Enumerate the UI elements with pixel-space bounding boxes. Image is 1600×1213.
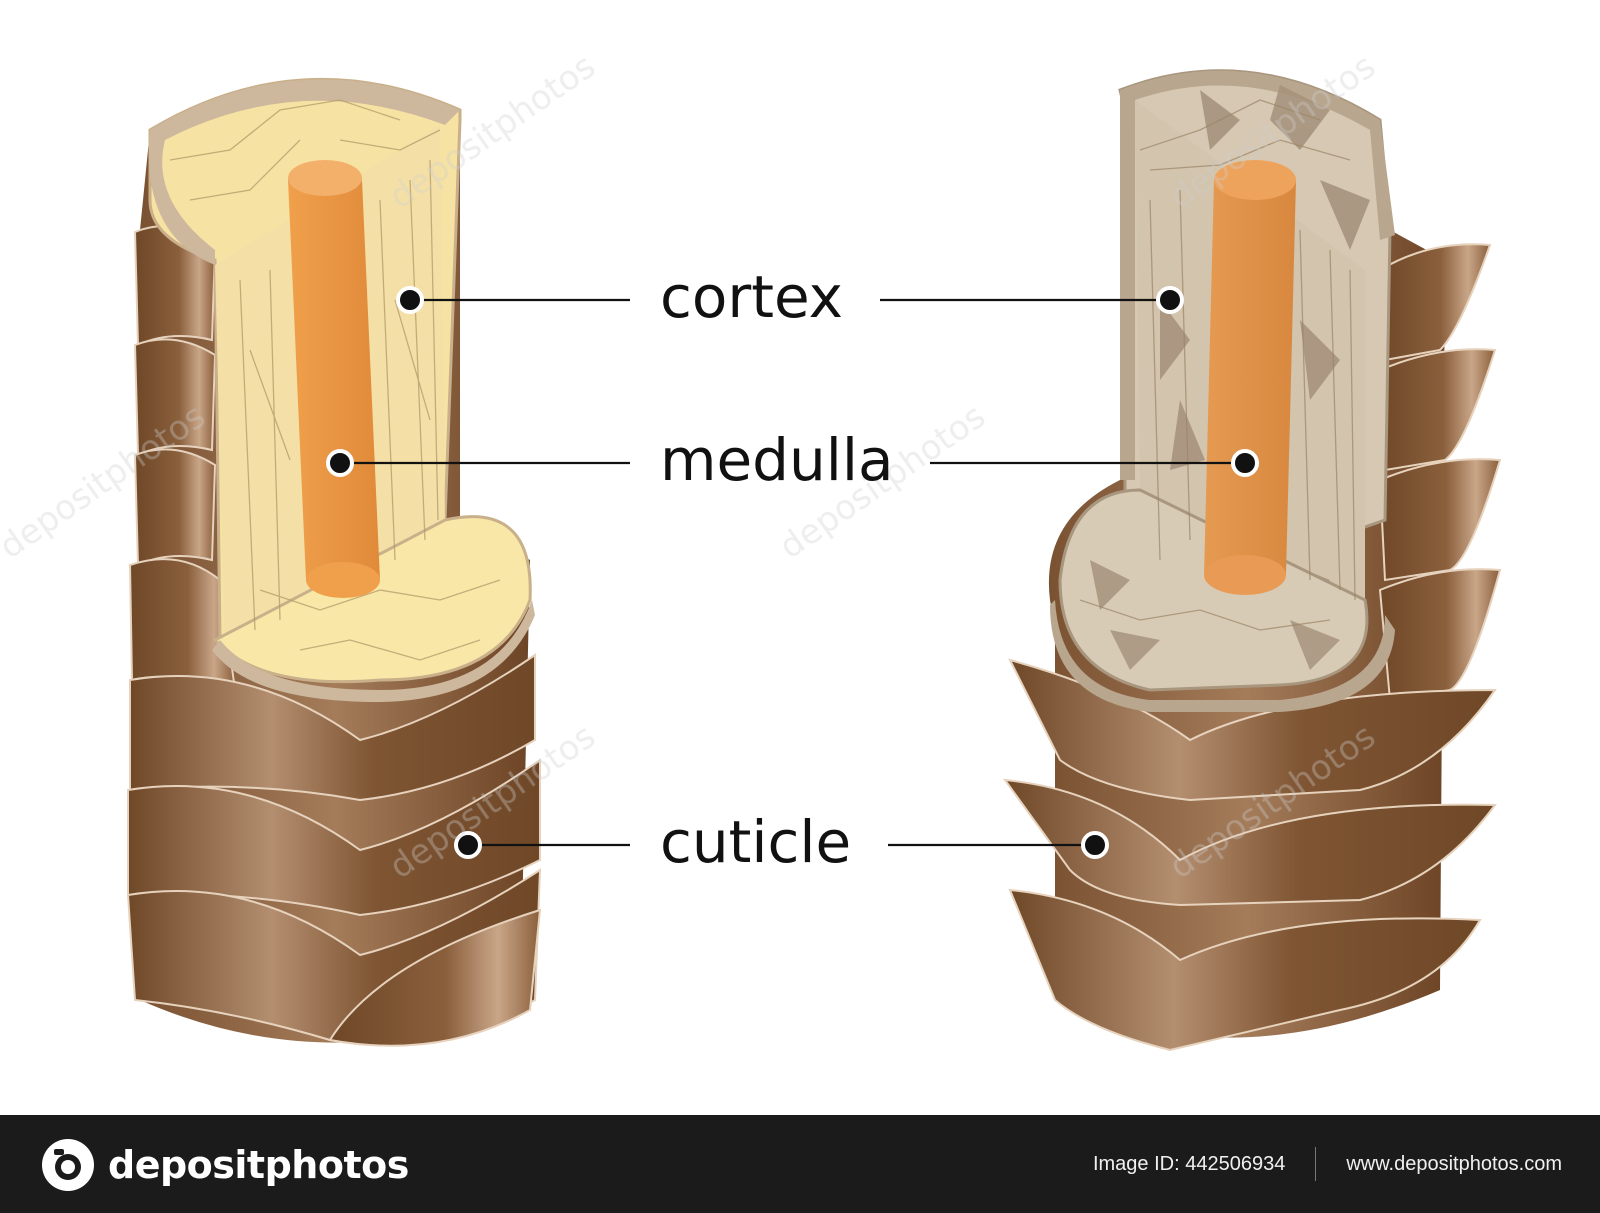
cortex-dot-right [1156, 286, 1184, 314]
healthy-cortex-ledge [212, 515, 532, 684]
healthy-medulla [288, 165, 380, 595]
label-dots [326, 286, 1259, 859]
brand: depositphotos [40, 1137, 409, 1193]
footer-divider [1315, 1147, 1317, 1181]
damaged-medulla [1204, 167, 1296, 590]
hair-structure-diagram: depositphotos depositphotos depositphoto… [0, 46, 1502, 1052]
footer-meta: Image ID: 442506934 www.depositphotos.co… [1093, 1115, 1562, 1213]
brand-name: depositphotos [108, 1143, 409, 1187]
healthy-hair [126, 77, 542, 1047]
cuticle-dot-right [1081, 831, 1109, 859]
label-cuticle: cuticle [660, 808, 852, 876]
image-id: Image ID: 442506934 [1092, 1152, 1286, 1175]
site-link[interactable]: www.depositphotos.com [1346, 1152, 1562, 1175]
medulla-dot-right [1231, 449, 1259, 477]
damaged-hair [1002, 69, 1502, 1052]
label-cortex: cortex [660, 263, 843, 331]
healthy-cuticle-scales [126, 225, 542, 1047]
label-medulla: medulla [660, 426, 894, 494]
cortex-dot-left [396, 286, 424, 314]
cuticle-dot-left [454, 831, 482, 859]
stock-footer: depositphotos Image ID: 442506934 www.de… [0, 1115, 1600, 1213]
leader-lines [340, 298, 1245, 847]
camera-logo-icon [42, 1139, 94, 1191]
damaged-cuticle-scales [1002, 243, 1502, 1052]
medulla-dot-left [326, 449, 354, 477]
